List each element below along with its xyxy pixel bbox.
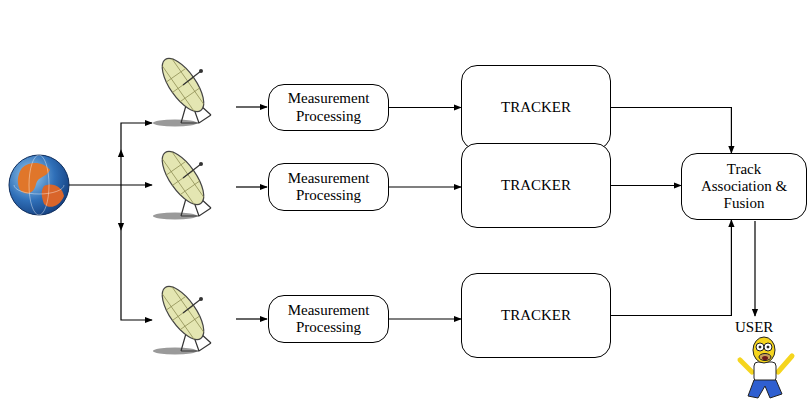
- flow-arrow: [389, 186, 461, 187]
- tracker-box: TRACKER: [461, 65, 611, 150]
- tracker-box: TRACKER: [461, 143, 611, 228]
- fusion-box: Track Association & Fusion: [681, 153, 807, 220]
- tracker-box: TRACKER: [461, 273, 611, 358]
- box-text: Measurement Processing: [278, 302, 379, 337]
- radar-dish: [153, 52, 211, 126]
- signal-wires: [69, 123, 152, 320]
- user-figure: [740, 337, 792, 398]
- flow-arrow: [611, 108, 731, 154]
- box-text: TRACKER: [501, 177, 571, 194]
- flow-arrow: [389, 318, 461, 319]
- radar-dish: [153, 280, 211, 354]
- sensor-output-wires: [236, 107, 267, 319]
- user-label: USER: [735, 319, 773, 336]
- box-text: TRACKER: [501, 307, 571, 324]
- radar-dish: [153, 145, 211, 219]
- process-box: Measurement Processing: [268, 295, 389, 343]
- flow-arrow: [389, 107, 461, 108]
- process-box: Measurement Processing: [268, 84, 389, 131]
- flow-arrow: [611, 220, 731, 316]
- process-box: Measurement Processing: [268, 163, 389, 211]
- globe-icon: [9, 155, 69, 215]
- box-text: Measurement Processing: [278, 170, 379, 205]
- user-output-wire: [754, 221, 755, 316]
- box-text: Measurement Processing: [278, 90, 379, 125]
- box-text: Track Association & Fusion: [694, 161, 794, 213]
- box-text: TRACKER: [501, 99, 571, 116]
- flow-arrow: [611, 185, 681, 186]
